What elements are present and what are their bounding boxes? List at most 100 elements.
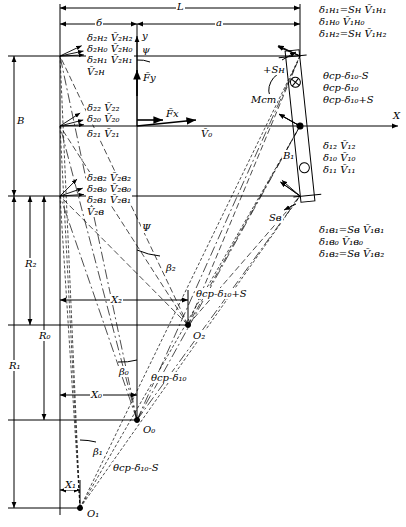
radius-line	[60, 126, 188, 325]
radius-line	[60, 126, 80, 508]
radius-line	[188, 56, 300, 325]
drawing-stroke	[279, 55, 307, 58]
label: V̄₀	[200, 128, 213, 139]
label: δ₂в₀ V̄₂в₀	[86, 183, 132, 194]
drawing-stroke	[60, 300, 188, 301]
label: R₁	[8, 360, 22, 371]
label: β₂	[165, 262, 177, 273]
label: θср-δ₁₀	[322, 82, 359, 93]
label: β₀	[118, 366, 130, 377]
label: O₂	[192, 330, 206, 341]
angle-arcs	[80, 60, 160, 442]
velocity-vector	[278, 46, 300, 56]
radius-line	[188, 196, 300, 325]
label: V̄₂н	[86, 66, 106, 77]
drawing-stroke	[8, 420, 137, 421]
velocity-vector	[279, 114, 300, 126]
label: θср-δ₁₀-S	[112, 462, 160, 473]
label: R₂	[24, 258, 38, 269]
drawing-stroke	[299, 162, 310, 173]
drawing-stroke	[8, 325, 188, 326]
label: δ₂н₂ V̄₂н₂	[86, 32, 134, 43]
radius-line	[60, 196, 188, 325]
drawing-stroke	[60, 126, 398, 127]
label: X₀	[90, 389, 103, 400]
label: δ₂₁ V̄₂₁	[86, 128, 120, 139]
label: F̄y	[142, 72, 157, 83]
drawing-stroke	[60, 4, 61, 515]
label: δ₁₀ V̄₁₀	[322, 152, 356, 163]
label: δ₂в₂ V̄₂в₂	[86, 172, 132, 183]
label: б	[95, 17, 103, 28]
drawing-stroke	[137, 250, 160, 256]
label: F̄x	[165, 108, 180, 119]
velocity-vector	[279, 114, 300, 126]
drawing-stroke	[136, 70, 138, 96]
label: Sв	[268, 212, 283, 223]
label: Ψ	[141, 222, 152, 233]
drawing-stroke	[300, 4, 301, 56]
label: V̄₂в	[86, 206, 105, 217]
label: R₀	[38, 330, 52, 341]
label: X₂	[110, 294, 123, 305]
drawing-stroke	[8, 196, 300, 197]
label: a	[215, 17, 223, 28]
label: δ₁₁ V̄₁₁	[322, 164, 356, 175]
drawing-stroke	[137, 119, 163, 121]
drawing-stroke	[292, 78, 300, 86]
label: O₀	[142, 424, 156, 435]
drawing-stroke	[14, 56, 15, 196]
radius-line	[60, 56, 137, 420]
velocity-vector	[60, 51, 83, 56]
label: δ₂в₁ V̄₂в₁	[86, 194, 132, 205]
drawing-stroke	[290, 77, 301, 88]
drawing-stroke	[8, 508, 80, 509]
radius-line	[137, 126, 300, 420]
label: θср-δ₁₀+S	[322, 94, 375, 105]
label: δ₁в₂=Sв V̄₁в₂	[318, 248, 385, 259]
label: δ₁в₁=Sв V̄₁в₁	[318, 224, 385, 235]
velocity-vector	[279, 114, 300, 126]
label: β₁	[92, 446, 104, 457]
radius-line	[60, 196, 80, 508]
drawing-stroke	[8, 56, 300, 57]
velocity-vector	[60, 120, 83, 126]
velocity-vector	[60, 46, 82, 56]
label: δ₂₀ V̄₂₀	[86, 113, 120, 124]
label: δ₂н₁ V̄₂н₁	[86, 54, 134, 65]
drawing-stroke	[292, 78, 300, 86]
velocity-vector	[60, 55, 84, 56]
label: δ₁н₂=Sн V̄₁н₂	[318, 28, 387, 39]
radius-line	[80, 126, 300, 508]
velocity-vector	[60, 194, 84, 196]
drawing-stroke	[80, 440, 96, 442]
label: δ₂₂ V̄₂₂	[86, 102, 120, 113]
label: B	[16, 115, 25, 126]
axes	[8, 4, 398, 515]
label: X₁	[64, 479, 77, 490]
label: δ₂н₀ V̄₂н₀	[86, 43, 134, 54]
drawing-stroke	[137, 60, 150, 62]
label: δ₁н₀ V̄₁н₀	[318, 16, 366, 27]
radius-line	[137, 56, 300, 420]
label: O₁	[86, 508, 100, 519]
label: θср-δ₁₀	[150, 372, 187, 383]
radius-line	[137, 196, 300, 420]
velocity-vector	[60, 125, 84, 126]
label: θср-δ₁₀+S	[195, 288, 248, 299]
label: Mст	[250, 94, 277, 105]
label: y	[141, 30, 149, 41]
label: B₁	[282, 150, 295, 161]
label: θср-δ₁₀-S	[322, 70, 370, 81]
pole-points	[78, 323, 191, 511]
force-vectors	[137, 70, 196, 126]
drawing-stroke	[80, 480, 81, 508]
drawing-stroke	[137, 36, 138, 126]
velocity-vector	[281, 182, 300, 196]
label: L	[176, 1, 185, 12]
drawing-stroke	[44, 196, 45, 420]
drawing-stroke	[118, 360, 137, 362]
label: X	[392, 110, 401, 121]
velocity-vector	[278, 45, 300, 56]
